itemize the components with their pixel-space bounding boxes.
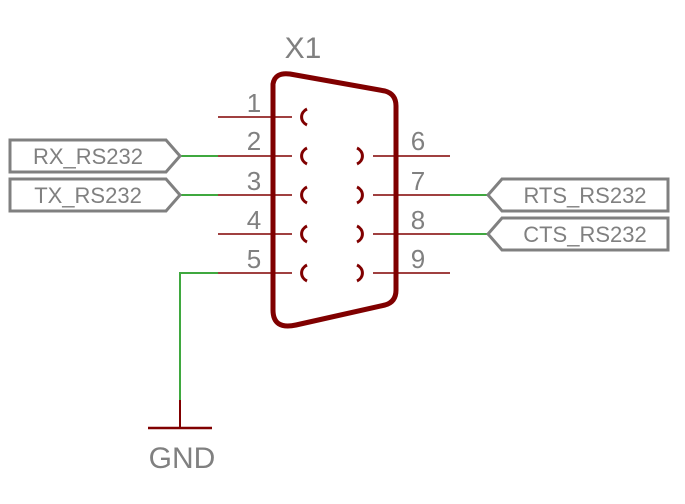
- cts-net-label: CTS_RS232: [523, 222, 647, 247]
- pin-number-7: 7: [411, 166, 425, 196]
- contact-7: [356, 185, 364, 205]
- right-contacts: [356, 146, 364, 283]
- pin-number-5: 5: [247, 244, 261, 274]
- contact-9: [356, 263, 364, 283]
- rx-net-label: RX_RS232: [33, 144, 143, 169]
- right-pin-lines: [373, 155, 450, 274]
- rx-flag: [8, 138, 182, 174]
- tx-net-label: TX_RS232: [34, 183, 142, 208]
- left-pin-lines: [218, 116, 292, 274]
- pin-number-8: 8: [411, 205, 425, 235]
- contact-2: [300, 146, 308, 166]
- cts-flag: [486, 216, 670, 252]
- pin-number-4: 4: [247, 205, 261, 235]
- pin-number-3: 3: [247, 166, 261, 196]
- pin-number-2: 2: [247, 126, 261, 156]
- contact-1: [300, 107, 308, 127]
- part-reference: X1: [285, 32, 322, 65]
- rts-flag: [486, 177, 670, 213]
- contact-6: [356, 146, 364, 166]
- rts-net-label: RTS_RS232: [523, 183, 646, 208]
- connector-body: [270, 71, 399, 329]
- contact-4: [300, 224, 308, 244]
- contact-8: [356, 224, 364, 244]
- net-wires: [179, 155, 488, 400]
- pin-number-1: 1: [247, 88, 261, 118]
- pin-number-9: 9: [411, 244, 425, 274]
- pin-number-6: 6: [411, 126, 425, 156]
- contact-3: [300, 185, 308, 205]
- gnd-label: GND: [149, 442, 216, 475]
- net-label-flags: [8, 138, 670, 252]
- tx-flag: [8, 177, 182, 213]
- contact-5: [300, 263, 308, 283]
- left-contacts: [300, 107, 308, 283]
- wire-gnd: [179, 272, 218, 400]
